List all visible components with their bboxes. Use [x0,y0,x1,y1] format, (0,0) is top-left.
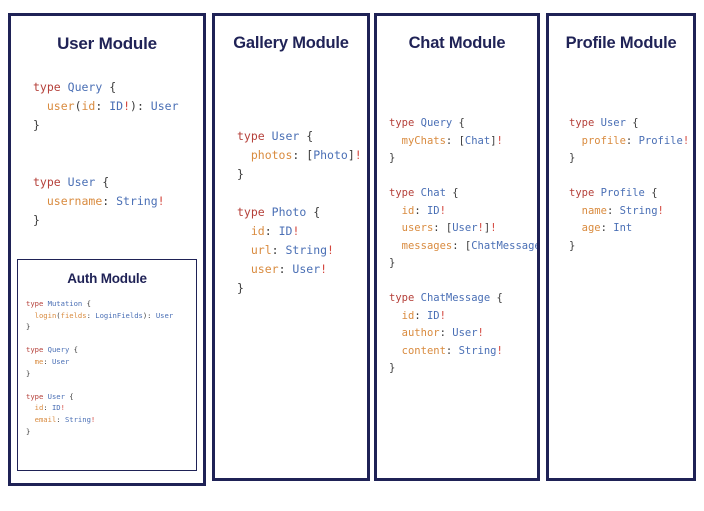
module-card-chat: Chat Module type Query { myChats: [Chat]… [374,13,540,481]
module-title-gallery: Gallery Module [233,34,349,52]
module-card-gallery: Gallery Module type User { photos: [Phot… [212,13,370,481]
code-block-auth: type Mutation { login(fields: LoginField… [26,299,174,436]
module-title-chat: Chat Module [408,34,506,52]
code-block-gallery: type User { photos: [Photo]! } type Phot… [237,129,362,295]
code-block-profile: type User { profile: Profile! } type Pro… [569,117,690,252]
module-card-auth: Auth Module type Mutation { login(fields… [17,259,197,471]
module-title-profile: Profile Module [565,34,677,52]
module-title-auth: Auth Module [67,271,147,286]
module-card-user: User Module type Query { user(id: ID!): … [8,13,206,486]
code-block-user: type Query { user(id: ID!): User } type … [33,80,179,227]
code-block-chat: type Query { myChats: [Chat]! } type Cha… [389,117,540,374]
module-card-profile: Profile Module type User { profile: Prof… [546,13,696,481]
module-title-user: User Module [57,34,157,53]
